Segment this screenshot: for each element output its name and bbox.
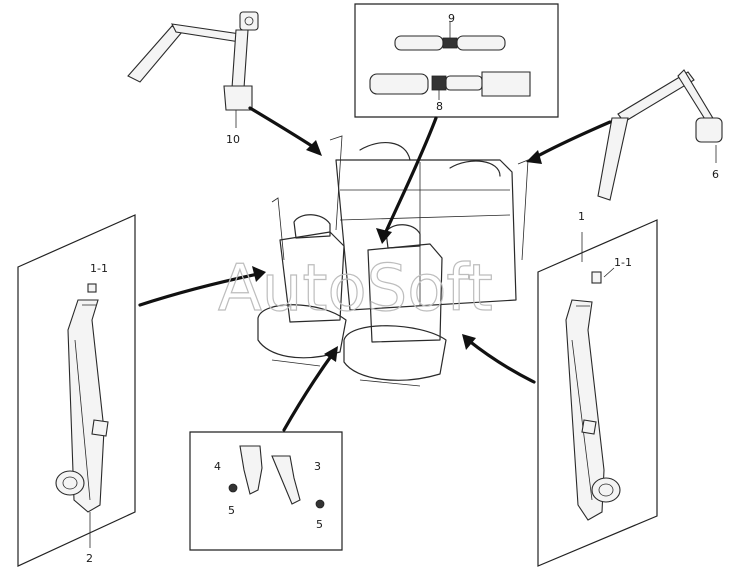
callout-1-1-left: 1-1: [90, 262, 108, 275]
right-belt-panel: [537, 219, 658, 567]
callout-10: 10: [226, 133, 240, 146]
callout-9: 9: [448, 12, 455, 25]
callout-4: 4: [214, 460, 221, 473]
callout-1: 1: [578, 210, 585, 223]
callout-8: 8: [436, 100, 443, 113]
watermark-text: AutoSoft: [218, 252, 493, 326]
pointer-arrows: [138, 106, 612, 432]
left-belt-panel: [17, 214, 136, 567]
callout-6: 6: [712, 168, 719, 181]
belt-assembly-10: [127, 11, 259, 128]
belt-assembly-6: [597, 69, 723, 201]
callout-5-left: 5: [228, 504, 235, 517]
callout-5-right: 5: [316, 518, 323, 531]
callout-2: 2: [86, 552, 93, 565]
buckle-detail-box: [354, 3, 559, 118]
seat-assembly: [257, 135, 529, 387]
buckle-parts-box: [189, 431, 343, 551]
callout-1-1-right: 1-1: [614, 256, 632, 269]
callout-3: 3: [314, 460, 321, 473]
